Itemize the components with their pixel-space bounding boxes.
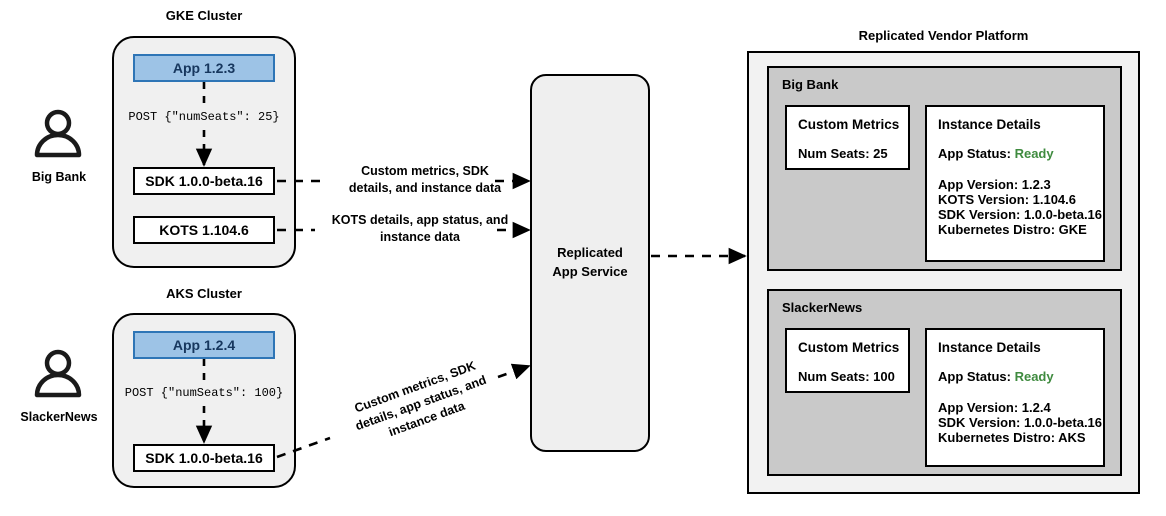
service-line-2: App Service <box>552 264 628 279</box>
custom-metrics-card-slackernews: Custom Metrics Num Seats: 100 <box>785 328 910 393</box>
edge-label-sdk-line1: Custom metrics, SDK <box>361 164 489 178</box>
aks-cluster-title: AKS Cluster <box>166 286 242 301</box>
instance-details-card-slackernews: Instance Details App Status: Ready App V… <box>925 328 1105 467</box>
instance-details-title-big-bank: Instance Details <box>938 117 1041 132</box>
instance-details-lines-big-bank: App Version: 1.2.3 KOTS Version: 1.104.6… <box>938 177 1103 237</box>
aks-app-box[interactable]: App 1.2.4 <box>133 331 275 359</box>
instance-detail-line: Kubernetes Distro: GKE <box>938 222 1087 237</box>
app-status-row-big-bank: App Status: Ready <box>938 146 1103 161</box>
instance-detail-line: Kubernetes Distro: AKS <box>938 430 1086 445</box>
instance-detail-line: KOTS Version: 1.104.6 <box>938 192 1077 207</box>
instance-details-lines-slackernews: App Version: 1.2.4 SDK Version: 1.0.0-be… <box>938 400 1103 445</box>
app-status-row-slackernews: App Status: Ready <box>938 369 1103 384</box>
custom-metrics-seats-big-bank: Num Seats: 25 <box>798 146 888 161</box>
instance-details-card-big-bank: Instance Details App Status: Ready App V… <box>925 105 1105 262</box>
app-status-label-slackernews: App Status: <box>938 369 1011 384</box>
gke-sdk-box[interactable]: SDK 1.0.0-beta.16 <box>133 167 275 195</box>
avatar-slackernews <box>30 348 86 404</box>
gke-post-label: POST {"numSeats": 25} <box>128 110 280 124</box>
custom-metrics-card-big-bank: Custom Metrics Num Seats: 25 <box>785 105 910 170</box>
instance-details-title-slackernews: Instance Details <box>938 340 1041 355</box>
edge-label-sdk-line2: details, and instance data <box>348 180 502 195</box>
app-status-label-big-bank: App Status: <box>938 146 1011 161</box>
tenant-title-slackernews: SlackerNews <box>782 300 863 315</box>
edge-label-sdk: Custom metrics, SDK details, and instanc… <box>330 163 520 197</box>
aks-sdk-box[interactable]: SDK 1.0.0-beta.16 <box>133 444 275 472</box>
service-line-1: Replicated <box>557 245 623 261</box>
instance-detail-line: SDK Version: 1.0.0-beta.16 <box>938 207 1103 222</box>
status-badge-big-bank: Ready <box>1014 146 1054 161</box>
actor-label-slackernews: SlackerNews <box>20 410 98 424</box>
edge-label-kots: KOTS details, app status, and instance d… <box>320 212 520 246</box>
gke-app-box[interactable]: App 1.2.3 <box>133 54 275 82</box>
actor-label-big-bank: Big Bank <box>31 170 87 184</box>
edge-label-aks: Custom metrics, SDK details, app status,… <box>324 347 518 459</box>
gke-cluster-title: GKE Cluster <box>165 8 243 23</box>
tenant-title-big-bank: Big Bank <box>782 77 839 92</box>
replicated-app-service-box[interactable]: Replicated App Service <box>530 74 650 452</box>
instance-detail-line: App Version: 1.2.4 <box>938 400 1051 415</box>
edge-label-kots-line2: instance data <box>380 229 460 244</box>
edge-label-kots-line1: KOTS details, app status, and <box>331 213 509 227</box>
avatar-big-bank <box>30 108 86 164</box>
platform-title: Replicated Vendor Platform <box>858 28 1029 43</box>
custom-metrics-title-big-bank: Custom Metrics <box>798 117 900 132</box>
instance-detail-line: App Version: 1.2.3 <box>938 177 1051 192</box>
aks-post-label: POST {"numSeats": 100} <box>124 386 284 400</box>
custom-metrics-seats-slackernews: Num Seats: 100 <box>798 369 895 384</box>
instance-detail-line: SDK Version: 1.0.0-beta.16 <box>938 415 1103 430</box>
gke-kots-box[interactable]: KOTS 1.104.6 <box>133 216 275 244</box>
status-badge-slackernews: Ready <box>1014 369 1054 384</box>
custom-metrics-title-slackernews: Custom Metrics <box>798 340 900 355</box>
